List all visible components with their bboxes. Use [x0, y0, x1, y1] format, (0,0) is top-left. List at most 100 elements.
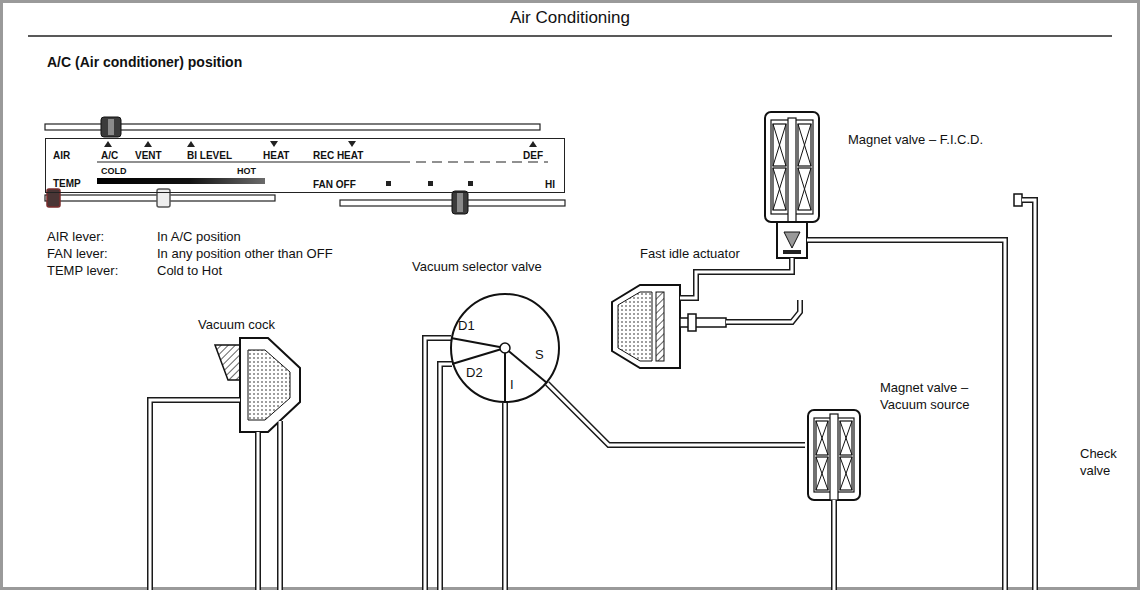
- vacuum-hose: [277, 421, 283, 590]
- vacuum-cock: Vacuum cock: [205, 338, 300, 432]
- vacuum-hose: [502, 403, 508, 590]
- fast-idle-actuator-drawing: [688, 314, 696, 331]
- fast-idle-actuator: Fast idle actuator: [612, 285, 680, 368]
- vacuum-hose: [547, 383, 805, 445]
- tube-core: [1022, 200, 1035, 590]
- selector-valve-drawing: [504, 348, 506, 403]
- control-panel-drawing: [452, 191, 468, 214]
- control-panel-drawing: [104, 141, 112, 147]
- vacuum-hose: [547, 383, 805, 445]
- panel-label: HOT: [237, 166, 256, 176]
- vacuum-hose: [255, 432, 261, 590]
- panel-label: HI: [545, 179, 555, 191]
- panel-label: FAN OFF: [313, 179, 356, 191]
- port-label: D2: [466, 366, 483, 381]
- magnet-valve-drawing: [784, 232, 800, 248]
- section-heading: A/C (Air conditioner) position: [47, 54, 242, 70]
- panel-label: TEMP: [53, 178, 81, 190]
- vacuum-hose: [807, 240, 1005, 590]
- control-panel-drawing: [45, 117, 565, 214]
- selector-valve-drawing: [500, 343, 510, 353]
- panel-label: AIR: [53, 150, 70, 162]
- control-panel-drawing: [400, 161, 548, 162]
- port-label: I: [510, 378, 514, 393]
- port-label: S: [535, 348, 544, 363]
- fast-idle-actuator-drawing: [618, 292, 652, 361]
- panel-label: VENT: [135, 150, 162, 162]
- control-panel-drawing: [270, 141, 278, 147]
- valve-outline: [451, 294, 559, 402]
- part-label: Check valve: [1080, 446, 1130, 480]
- magnet-valve-drawing: [808, 410, 860, 500]
- panel-label: HEAT: [263, 150, 289, 162]
- control-panel-drawing: [187, 141, 195, 147]
- vacuum-hose: [762, 258, 792, 272]
- magnet-valve-drawing: [783, 250, 801, 254]
- component-label: Fast idle actuator: [640, 247, 740, 262]
- magnet-valve-drawing: [765, 112, 819, 258]
- magnet-valve-drawing: [830, 414, 838, 500]
- control-panel-drawing: [468, 181, 473, 186]
- vacuum-hose: [1022, 200, 1035, 590]
- magnet-valve-drawing: [788, 118, 796, 222]
- panel-label: COLD: [101, 166, 127, 176]
- vacuum-hose: [680, 272, 762, 298]
- control-panel-drawing: [386, 181, 391, 186]
- selector-valve-drawing: [452, 348, 505, 364]
- vacuum-hose: [150, 200, 1035, 590]
- panel-label: DEF: [523, 150, 543, 162]
- control-panel-drawing: [428, 181, 433, 186]
- magnet-valve: Magnet valve – Vacuum source: [805, 410, 862, 505]
- tube-core: [150, 200, 1035, 590]
- lever-name: TEMP lever:: [47, 264, 118, 279]
- selector-valve-drawing: [451, 338, 505, 348]
- fast-idle-actuator-drawing: [656, 292, 664, 361]
- vacuum-hose: [831, 500, 837, 590]
- fast-idle-actuator-drawing: [612, 285, 726, 368]
- tube-core: [726, 300, 800, 322]
- component-label: Vacuum cock: [198, 318, 275, 333]
- lever-name: FAN lever:: [47, 247, 108, 262]
- lever-name: AIR lever:: [47, 230, 104, 245]
- control-panel-drawing: [348, 141, 356, 147]
- component-label: Magnet valve – Vacuum source: [880, 380, 988, 414]
- tube-core: [279, 421, 282, 590]
- tube-core: [807, 240, 1005, 590]
- vacuum-cock-drawing: [215, 338, 300, 432]
- magnet-valve-drawing: [808, 410, 860, 500]
- tube-core: [425, 338, 451, 590]
- page-title: Air Conditioning: [0, 8, 1140, 28]
- control-panel-drawing: [457, 193, 463, 212]
- hose-core: [680, 272, 762, 298]
- control-panel-drawing: [529, 141, 537, 147]
- header-rule: [28, 35, 1112, 37]
- component-label: Vacuum selector valve: [412, 260, 542, 275]
- panel-label: BI LEVEL: [187, 150, 232, 162]
- check-valve-fitting: [1014, 194, 1022, 206]
- vacuum-hose: [440, 364, 452, 590]
- vacuum-selector-valve: Vacuum selector valveD1D2SI: [450, 293, 560, 403]
- vacuum-hose: [726, 300, 800, 322]
- control-panel-drawing: [108, 119, 114, 135]
- panel-label: A/C: [101, 150, 118, 162]
- control-panel-drawing: [144, 141, 152, 147]
- hose-core: [547, 383, 805, 445]
- fast-idle-actuator-drawing: [680, 318, 726, 327]
- magnet-valve: Magnet valve – F.I.C.D.: [762, 112, 822, 290]
- control-panel: AIRA/CVENTBI LEVELHEATREC HEATDEFCOLDHOT…: [45, 138, 565, 193]
- port-label: D1: [458, 319, 475, 334]
- tube-core: [440, 364, 452, 590]
- vacuum-hose: [680, 272, 762, 298]
- vacuum-cock-drawing: [240, 338, 300, 432]
- vacuum-hose: [150, 400, 240, 590]
- vacuum-cock-drawing: [248, 350, 290, 420]
- component-label: Magnet valve – F.I.C.D.: [848, 133, 983, 148]
- tube-core: [150, 400, 240, 590]
- lever-setting: In A/C position: [157, 230, 241, 245]
- tube-core: [257, 432, 260, 590]
- lever-setting: In any position other than OFF: [157, 247, 333, 262]
- magnet-valve-drawing: [765, 112, 819, 222]
